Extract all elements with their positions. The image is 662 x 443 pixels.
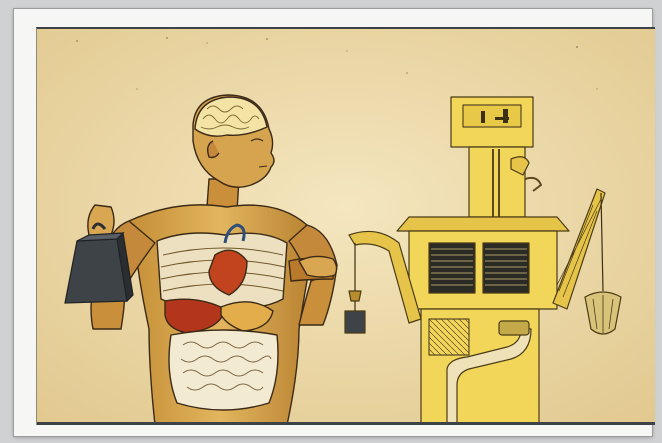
left-hand (88, 205, 114, 238)
machine-roof (397, 217, 569, 231)
floor-grating (429, 319, 469, 355)
coil-drum-left (429, 243, 475, 293)
hopper (499, 321, 529, 335)
left-crane-hook (349, 291, 361, 301)
illustration (37, 29, 655, 425)
picture-bottom-border (37, 422, 655, 425)
illustration-canvas (36, 27, 655, 425)
left-crane-load (345, 311, 365, 333)
tower-window (463, 105, 521, 127)
coil-drum-right (483, 243, 529, 293)
